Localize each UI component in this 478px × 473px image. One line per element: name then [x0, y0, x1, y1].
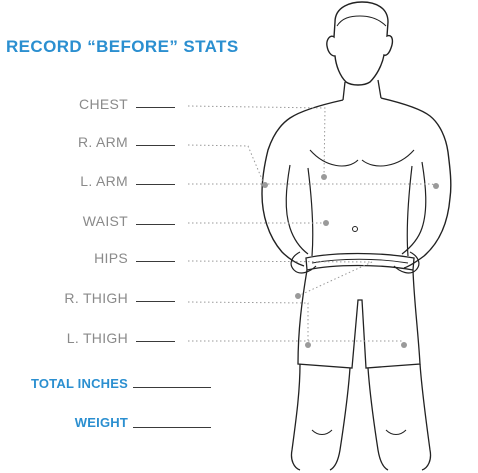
measurement-label-hips: HIPS [0, 250, 128, 266]
measure-point-r-arm [262, 182, 268, 188]
measure-point-l-thigh [401, 342, 407, 348]
measurement-label-r-arm: R. ARM [0, 134, 128, 150]
measurement-label-chest: CHEST [0, 96, 128, 112]
measure-point-r-thigh [305, 342, 311, 348]
leader-line-r-arm [188, 145, 264, 184]
measurement-blank-l-arm[interactable] [136, 184, 175, 185]
measurement-label-l-arm: L. ARM [0, 173, 128, 189]
measurement-blank-r-arm[interactable] [136, 145, 175, 146]
measurement-blank-chest[interactable] [136, 107, 175, 108]
measurement-label-l-thigh: L. THIGH [0, 330, 128, 346]
measurement-blank-hips[interactable] [136, 261, 175, 262]
weight-blank[interactable] [133, 427, 211, 428]
measurement-label-r-thigh: R. THIGH [0, 290, 128, 306]
measurement-label-waist: WAIST [0, 213, 128, 229]
measure-point-waist [323, 220, 329, 226]
measurement-blank-waist[interactable] [136, 224, 175, 225]
measurement-blank-l-thigh[interactable] [136, 341, 175, 342]
weight-label: WEIGHT [0, 415, 128, 431]
page-title: RECORD “BEFORE” STATS [6, 37, 239, 57]
measure-point-chest [321, 174, 327, 180]
leader-line-l-arm [188, 184, 436, 186]
measure-point-hips [295, 293, 301, 299]
measure-point-l-arm [433, 183, 439, 189]
leader-line-l-thigh [188, 341, 404, 344]
total-inches-blank[interactable] [133, 387, 211, 388]
leader-line-r-thigh [188, 302, 308, 344]
measurement-blank-r-thigh[interactable] [136, 301, 175, 302]
total-inches-label: TOTAL INCHES [0, 376, 128, 392]
